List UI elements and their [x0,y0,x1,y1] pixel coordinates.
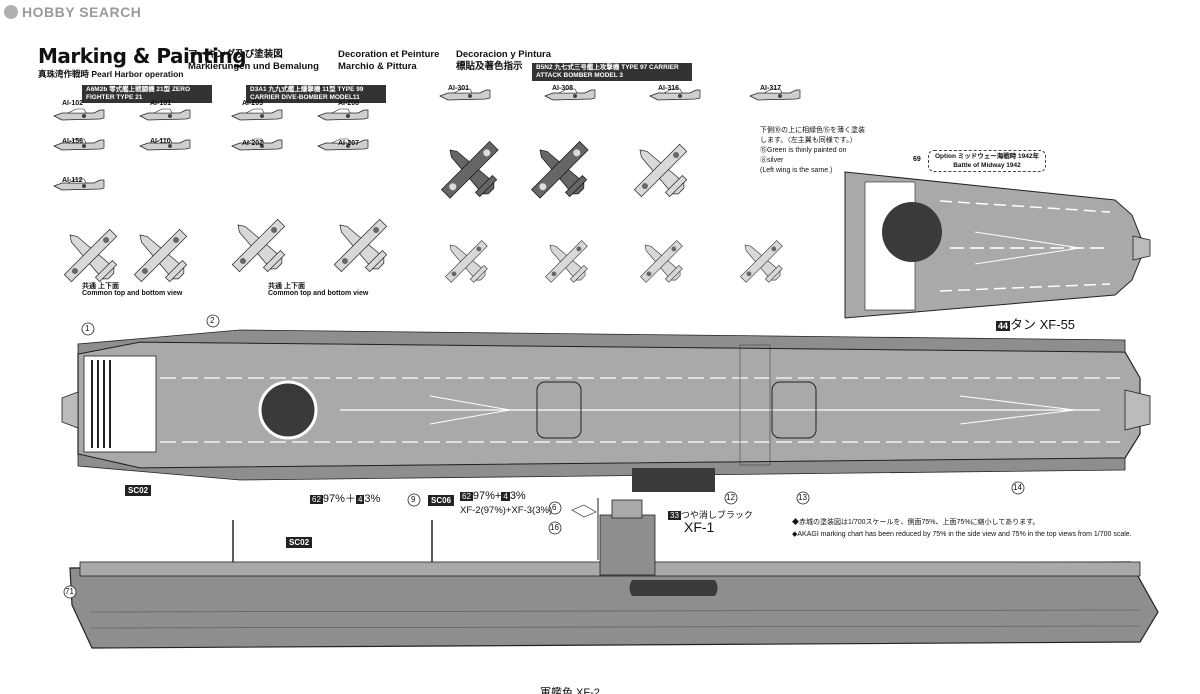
header-es: Decoracion y Pintura [456,49,552,60]
callout-71: 71 [65,587,74,596]
page-title: Marking & Painting [38,44,247,68]
green-paint-note: 下側⑩の上に相緑色⑮を薄く塗装します。（左主翼も同様です。） ⑮Green is… [760,126,865,176]
flat-black-code: XF-1 [684,519,715,535]
code-ai-207: AI-207 [338,140,360,147]
ensign-flag [571,504,597,518]
green-note-en-1: ⑮Green is thinly painted on ⑧silver [760,147,847,164]
callout-6: 6 [552,503,557,512]
option-box: Option ミッドウェー海戦時 1942年 Battle of Midway … [928,150,1047,172]
deck-color-text: タン XF-55 [1010,317,1076,332]
callout-69: 69 [913,156,921,163]
hinomaru-mark [258,380,318,440]
code-ai-156: AI-156 [62,138,84,145]
code-ai-208: AI-208 [338,100,360,107]
deck-color-number: 44 [996,321,1011,331]
sc02-side-label: SC02 [286,537,313,548]
mix1b-text: 3% [364,493,381,505]
callout-16: 16 [550,523,559,532]
option-deck-section [844,171,1151,319]
code-ai-101: AI-101 [150,100,172,107]
code-ai-102: AI-102 [62,100,84,107]
green-note-jp: 下側⑩の上に相緑色⑮を薄く塗装します。（左主翼も同様です。） [760,127,865,144]
option-jp: Option ミッドウェー海戦時 1942年 [935,153,1040,160]
header-es-zh: Decoracion y Pintura 標貼及著色指示 [456,49,551,73]
code-ai-203: AI-203 [242,100,264,107]
header-fr: Decoration et Peinture [338,49,440,60]
callout-14: 14 [1013,483,1022,492]
sc06-label: SC06 [428,495,455,506]
mix2-num-a: 62 [460,492,473,501]
header-jp-de: マーキング及び塗装図 Markierungen und Bemalung [188,49,319,73]
code-ai-110: AI-110 [150,138,171,145]
page-subtitle: 真珠湾作戦時 Pearl Harbor operation [38,69,184,79]
attack-bomber-banner: B5N2 九七式三号艦上攻撃機 TYPE 97 CARRIER ATTACK B… [532,63,692,81]
callout-13: 13 [798,493,807,502]
watermark-logo-icon [4,5,18,19]
dive-bomber-banner: D3A1 九九式艦上爆撃機 11型 TYPE 99 CARRIER DIVE-B… [246,85,386,103]
mix2b-text: 3% [509,490,526,502]
header-it: Marchio & Pittura [338,61,417,72]
callout-circles [63,314,1025,599]
watermark-text: HOBBY SEARCH [22,4,142,20]
common-view-en-1: Common top and bottom view [82,290,183,297]
watermark: HOBBY SEARCH [4,4,141,20]
mix1-num-a: 62 [310,495,323,504]
code-ai-316: AI-316 [658,85,680,92]
option-en: Battle of Midway 1942 [953,162,1021,169]
flat-black-jp-text: つや消しブラック [680,510,753,520]
callout-2: 2 [210,316,215,325]
mix1-num-b: 4 [355,495,365,504]
mix-callout-2-xf: XF-2(97%)+XF-3(3%) [460,505,553,516]
code-ai-301: AI-301 [448,85,470,92]
code-ai-202: AI-202 [242,140,264,147]
green-note-en-2: (Left wing is the same.) [760,167,833,174]
common-view-jp-1: 共通 上下面 [82,283,119,290]
code-ai-317: AI-317 [760,85,782,92]
common-view-en-2: Common top and bottom view [268,290,369,297]
header-zh: 標貼及著色指示 [456,61,523,72]
common-view-jp-2: 共通 上下面 [268,283,305,290]
callout-12: 12 [726,493,735,502]
sc02-top-label: SC02 [125,485,152,496]
bottom-cut-label: 軍艦色 XF-2 [540,687,600,694]
header-fr-it: Decoration et Peinture Marchio & Pittura [338,49,439,73]
carrier-top-view [61,329,1151,492]
mix1-text: 97%＋ [322,493,356,505]
header-de: Markierungen und Bemalung [188,61,319,72]
flat-black-number: 33 [668,511,681,520]
mix2-num-b: 4 [501,492,510,501]
deck-number-7: 7 [107,380,154,406]
header-jp: マーキング及び塗装図 [188,49,283,60]
code-ai-112: AI-112 [62,177,83,184]
code-ai-308: AI-308 [552,85,574,92]
zero-fighter-banner: A6M2b 零式艦上戦闘機 21型 ZERO FIGHTER TYPE 21 [82,85,212,103]
option-hinomaru-mark [882,202,942,262]
carrier-side-view [69,498,1159,649]
callout-1: 1 [85,324,90,333]
scale-note-jp: ◆赤城の塗装図は1/700スケールを、側面75%、上面75%に縮小してあります。 [792,519,1040,526]
callout-9: 9 [411,495,416,504]
mix2-text: 97%+ [472,490,502,502]
scale-note-en: ◆AKAGI marking chart has been reduced by… [792,531,1132,538]
